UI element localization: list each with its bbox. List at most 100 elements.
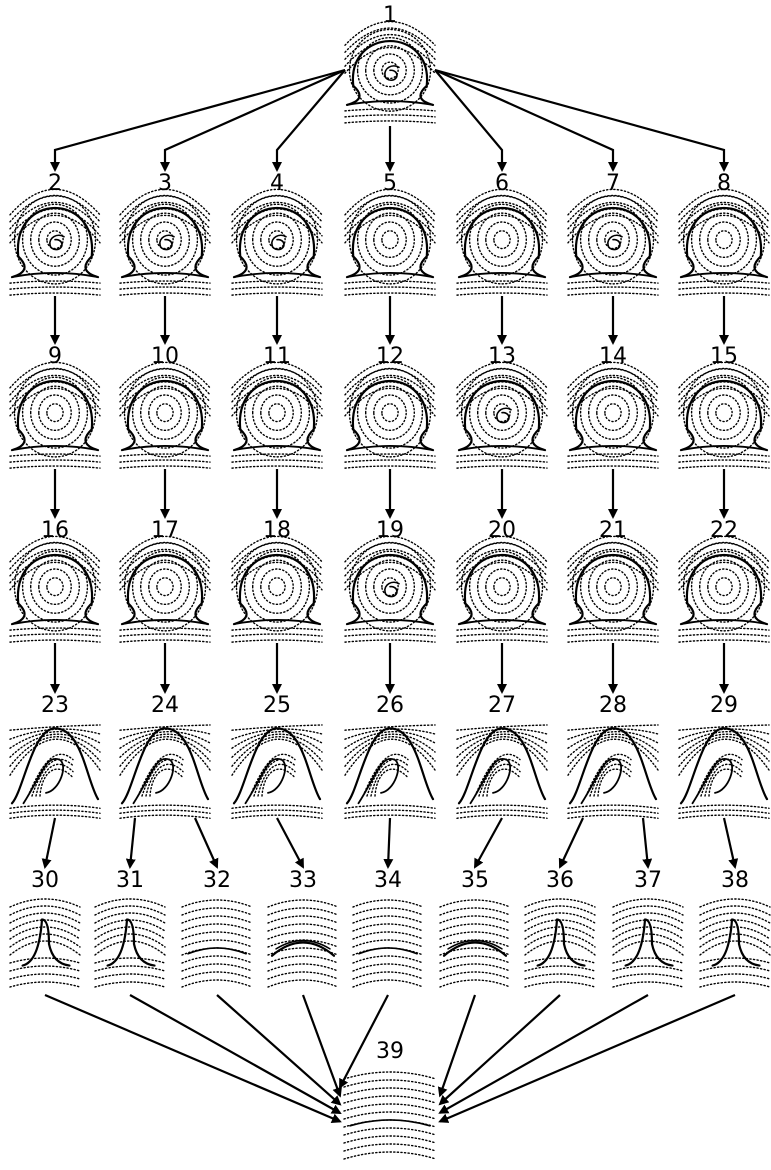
edge-29-38 (724, 818, 735, 867)
node-label: 27 (488, 693, 516, 718)
edge-27-35 (475, 818, 502, 867)
edge-32-39 (217, 995, 340, 1104)
node-6: 6 (457, 171, 547, 295)
fingerprint-glyph (232, 536, 322, 642)
node-label: 3 (158, 171, 172, 196)
node-34: 34 (353, 868, 423, 987)
fingerprint-glyph (568, 725, 658, 818)
edge-23-30 (45, 818, 55, 867)
fingerprint-glyph (353, 900, 423, 987)
node-label: 26 (376, 693, 404, 718)
node-label: 28 (599, 693, 627, 718)
node-label: 15 (710, 344, 738, 369)
fingerprint-glyph (182, 900, 252, 987)
fingerprint-glyph (10, 536, 100, 642)
fingerprint-glyph (345, 189, 435, 295)
edge-24-31 (130, 818, 135, 867)
edge-35-39 (440, 995, 475, 1096)
node-23: 23 (10, 693, 100, 818)
node-label: 20 (488, 518, 516, 543)
edge-33-39 (303, 995, 340, 1096)
node-label: 36 (546, 868, 574, 893)
node-label: 11 (263, 344, 291, 369)
node-9: 9 (10, 344, 100, 468)
node-label: 17 (151, 518, 179, 543)
edge-28-36 (560, 818, 583, 867)
fingerprint-glyph (679, 536, 769, 642)
node-7: 7 (568, 171, 658, 295)
node-label: 16 (41, 518, 69, 543)
edge-38-39 (440, 995, 735, 1122)
node-label: 37 (634, 868, 662, 893)
node-36: 36 (525, 868, 595, 987)
node-38: 38 (700, 868, 770, 987)
fingerprint-glyph (700, 899, 770, 987)
node-26: 26 (345, 693, 435, 818)
fingerprint-glyph (10, 189, 100, 295)
node-label: 39 (376, 1039, 404, 1064)
node-label: 2 (48, 171, 62, 196)
node-label: 23 (41, 693, 69, 718)
node-30: 30 (10, 868, 80, 987)
edge-28-37 (643, 818, 648, 867)
node-12: 12 (345, 344, 435, 468)
fingerprint-glyph (679, 725, 769, 818)
fingerprint-glyph (679, 189, 769, 295)
node-27: 27 (457, 693, 547, 818)
node-label: 38 (721, 868, 749, 893)
node-33: 33 (268, 868, 338, 987)
node-label: 18 (263, 518, 291, 543)
node-label: 1 (383, 3, 397, 28)
node-2: 2 (10, 171, 100, 295)
node-label: 14 (599, 344, 627, 369)
node-17: 17 (120, 518, 210, 642)
fingerprint-glyph (568, 362, 658, 468)
edge-1-7 (435, 70, 613, 170)
node-4: 4 (232, 171, 322, 295)
node-21: 21 (568, 518, 658, 642)
node-label: 8 (717, 171, 731, 196)
node-label: 7 (606, 171, 620, 196)
edge-25-33 (277, 818, 303, 867)
fingerprint-glyph (525, 899, 595, 987)
node-label: 19 (376, 518, 404, 543)
node-25: 25 (232, 693, 322, 818)
edge-24-32 (195, 818, 217, 867)
node-label: 6 (495, 171, 509, 196)
node-20: 20 (457, 518, 547, 642)
edge-30-39 (45, 995, 340, 1122)
node-label: 12 (376, 344, 404, 369)
fingerprint-glyph (120, 189, 210, 295)
fingerprint-glyph (268, 900, 338, 987)
node-label: 5 (383, 171, 397, 196)
node-14: 14 (568, 344, 658, 468)
node-39: 39 (344, 1039, 436, 1159)
node-29: 29 (679, 693, 769, 818)
node-15: 15 (679, 344, 769, 468)
fingerprint-glyph (120, 725, 210, 818)
fingerprint-glyph (232, 725, 322, 818)
fingerprint-glyph (232, 189, 322, 295)
node-10: 10 (120, 344, 210, 468)
fingerprint-glyph (568, 189, 658, 295)
fingerprint-glyph (232, 362, 322, 468)
node-label: 29 (710, 693, 738, 718)
fingerprint-glyph (345, 536, 435, 642)
fingerprint-glyph (345, 725, 435, 818)
node-label: 30 (31, 868, 59, 893)
fingerprint-glyph (345, 362, 435, 468)
node-24: 24 (120, 693, 210, 818)
node-5: 5 (345, 171, 435, 295)
fingerprint-glyph (457, 725, 547, 818)
fingerprint-glyph (344, 1072, 436, 1159)
node-label: 21 (599, 518, 627, 543)
node-13: 13 (457, 344, 547, 468)
node-22: 22 (679, 518, 769, 642)
node-1: 1 (345, 3, 435, 123)
fingerprint-glyph (10, 899, 80, 987)
fingerprint-glyph (457, 362, 547, 468)
fingerprint-glyph (10, 362, 100, 468)
edge-1-8 (435, 70, 724, 170)
